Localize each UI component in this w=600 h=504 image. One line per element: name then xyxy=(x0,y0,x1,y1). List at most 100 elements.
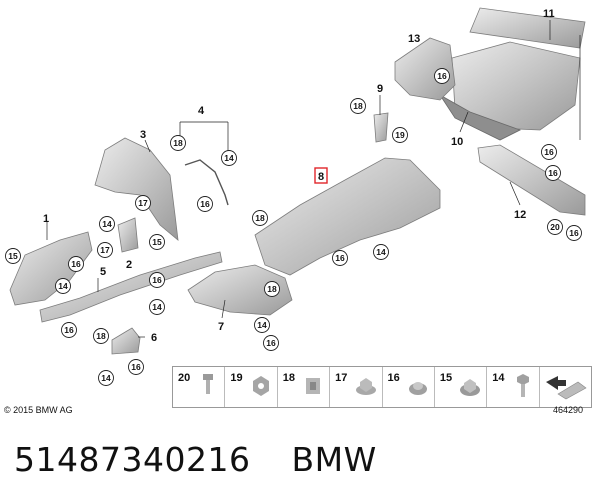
callout-16[interactable]: 16 xyxy=(128,359,144,375)
callout-number: 14 xyxy=(101,373,111,383)
legend-number: 15 xyxy=(439,372,453,384)
callout-19[interactable]: 19 xyxy=(392,127,408,143)
part-9-bracket[interactable] xyxy=(373,112,389,143)
callout-number: 14 xyxy=(376,247,386,257)
part-12-heat-shield-rail[interactable] xyxy=(477,144,586,216)
clip-nut-icon xyxy=(306,378,321,394)
label-part-4: 4 xyxy=(198,105,205,117)
callout-number: 14 xyxy=(152,302,162,312)
callout-16[interactable]: 16 xyxy=(541,144,557,160)
callout-16[interactable]: 16 xyxy=(566,225,582,241)
part-5-heat-shield-rail[interactable] xyxy=(39,251,223,323)
callout-number: 16 xyxy=(548,168,558,178)
callout-number: 14 xyxy=(224,153,234,163)
label-part-7: 7 xyxy=(218,321,224,333)
callout-18[interactable]: 18 xyxy=(93,328,109,344)
callout-15[interactable]: 15 xyxy=(149,234,165,250)
fastener-legend: 20 19 18 17 16 15 14 xyxy=(172,366,592,408)
parts-diagram: 1 2 3 4 5 6 7 8 9 10 11 12 13 14 15 16 1… xyxy=(5,7,586,386)
legend-item[interactable]: 19 xyxy=(225,367,278,407)
callout-16[interactable]: 16 xyxy=(61,322,77,338)
pad-arrow-icon xyxy=(546,376,587,400)
legend-item[interactable]: 18 xyxy=(278,367,331,407)
label-part-2: 2 xyxy=(126,259,132,271)
label-part-3: 3 xyxy=(140,129,146,141)
part-8-highlight-box xyxy=(314,167,328,184)
callout-16[interactable]: 16 xyxy=(197,196,213,212)
callout-number: 16 xyxy=(152,275,162,285)
label-part-13: 13 xyxy=(408,33,420,45)
callout-14[interactable]: 14 xyxy=(98,370,114,386)
callout-18[interactable]: 18 xyxy=(350,98,366,114)
legend-number: 14 xyxy=(492,372,505,384)
callout-18[interactable]: 18 xyxy=(264,281,280,297)
callout-number: 16 xyxy=(200,199,210,209)
label-part-12: 12 xyxy=(514,209,526,221)
callout-16[interactable]: 16 xyxy=(434,68,450,84)
callout-15[interactable]: 15 xyxy=(5,248,21,264)
callout-number: 15 xyxy=(152,237,162,247)
part-4-bracket[interactable] xyxy=(184,159,229,206)
callout-16[interactable]: 16 xyxy=(545,165,561,181)
part-3-heat-shield[interactable] xyxy=(94,137,179,241)
label-part-9: 9 xyxy=(377,83,383,95)
callout-16[interactable]: 16 xyxy=(68,256,84,272)
part-2-bracket[interactable] xyxy=(117,217,139,253)
part-6-bracket[interactable] xyxy=(111,327,141,355)
legend-number: 16 xyxy=(387,372,400,384)
callout-number: 16 xyxy=(569,228,579,238)
part-11-heat-shield-plate[interactable] xyxy=(469,7,586,49)
washer-nut-icon xyxy=(460,379,481,396)
callout-18[interactable]: 18 xyxy=(170,135,186,151)
legend-item[interactable] xyxy=(540,367,591,407)
callout-number: 16 xyxy=(335,253,345,263)
screw-icon xyxy=(203,374,214,394)
part-13-heat-shield[interactable] xyxy=(394,37,456,101)
callout-number: 15 xyxy=(8,251,18,261)
part-10-tunnel-heat-shield[interactable] xyxy=(439,41,581,141)
brand-name: BMW xyxy=(291,440,377,479)
callout-14[interactable]: 14 xyxy=(149,299,165,315)
callout-14[interactable]: 14 xyxy=(254,317,270,333)
callout-16[interactable]: 16 xyxy=(263,335,279,351)
label-part-11: 11 xyxy=(543,8,555,20)
part-8-tunnel-heat-shield[interactable] xyxy=(254,157,441,276)
callout-16[interactable]: 16 xyxy=(149,272,165,288)
callout-number: 19 xyxy=(395,130,405,140)
callout-14[interactable]: 14 xyxy=(99,216,115,232)
legend-item[interactable]: 15 xyxy=(435,367,488,407)
callout-14[interactable]: 14 xyxy=(373,244,389,260)
callout-17[interactable]: 17 xyxy=(97,242,113,258)
callout-number: 14 xyxy=(102,219,112,229)
callout-number: 18 xyxy=(353,101,363,111)
callout-14[interactable]: 14 xyxy=(55,278,71,294)
callout-17[interactable]: 17 xyxy=(135,195,151,211)
part-number-caption: 51487340216 BMW xyxy=(14,440,377,479)
callout-number: 18 xyxy=(267,284,277,294)
part-7-heat-shield[interactable] xyxy=(187,264,293,316)
copyright-text: © 2015 BMW AG xyxy=(4,405,73,415)
callout-number: 16 xyxy=(437,71,447,81)
callout-number: 16 xyxy=(544,147,554,157)
flange-nut-icon xyxy=(355,378,376,395)
callout-number: 16 xyxy=(71,259,81,269)
callout-20[interactable]: 20 xyxy=(547,219,563,235)
hex-bolt-icon xyxy=(516,374,529,397)
label-part-6: 6 xyxy=(151,332,157,344)
callout-number: 18 xyxy=(173,138,183,148)
hex-nut-icon xyxy=(252,376,269,396)
callout-18[interactable]: 18 xyxy=(252,210,268,226)
callout-14[interactable]: 14 xyxy=(221,150,237,166)
collar-nut-icon xyxy=(408,382,427,395)
legend-number: 17 xyxy=(335,372,348,384)
callout-number: 17 xyxy=(100,245,110,255)
legend-item[interactable]: 16 xyxy=(383,367,435,407)
legend-item[interactable]: 20 xyxy=(173,367,226,407)
legend-item[interactable]: 17 xyxy=(330,367,383,407)
label-part-5: 5 xyxy=(100,266,106,278)
label-part-10: 10 xyxy=(451,136,463,148)
part-1-heat-shield[interactable] xyxy=(9,231,93,306)
legend-item[interactable]: 14 xyxy=(487,367,540,407)
leader-lines xyxy=(46,20,581,338)
callout-16[interactable]: 16 xyxy=(332,250,348,266)
